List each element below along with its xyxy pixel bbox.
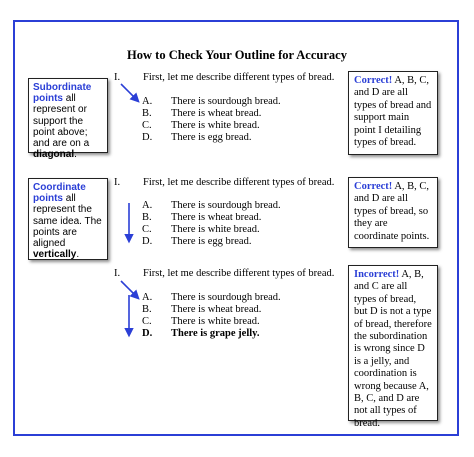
page-title: How to Check Your Outline for Accuracy [127, 48, 347, 62]
outline-block: I. First, let me describe different type… [114, 268, 335, 339]
coordinate-emphasis: vertically [33, 249, 77, 261]
coordinate-term: Coordinate points [33, 182, 86, 205]
status-label: Correct! [354, 181, 393, 192]
subordinate-term: Subordinate points [33, 82, 92, 105]
main-point-text: First, let me describe different types o… [143, 268, 335, 279]
correct-note-subordination: Correct! A, B, C, and D are all types of… [348, 71, 438, 155]
coordinate-text: all represent the same idea. The points … [33, 193, 102, 250]
correct-note-coordination: Correct! A, B, C, and D are all types of… [348, 177, 438, 248]
status-label: Incorrect! [354, 269, 400, 280]
subordinate-note: Subordinate points all represent or supp… [28, 78, 108, 160]
incorrect-note: Incorrect! A, B, and C are all types of … [348, 265, 438, 429]
note-text: A, B, C, and D are all types of bread an… [354, 75, 432, 149]
note-text: A, B, and C are all types of bread, but … [354, 269, 432, 429]
subordinate-text: all represent or support the point above… [33, 93, 90, 150]
outline-block: I. First, let me describe different type… [114, 72, 335, 143]
note-text: A, B, C, and D are all types of bread, s… [354, 181, 430, 242]
subordinate-emphasis: diagonal [33, 149, 75, 161]
coordinate-note: Coordinate points all represent the same… [28, 178, 108, 260]
status-label: Correct! [354, 75, 393, 86]
main-point-text: First, let me describe different types o… [143, 177, 335, 188]
main-point-text: First, let me describe different types o… [143, 72, 335, 83]
outline-block: I. First, let me describe different type… [114, 177, 335, 247]
